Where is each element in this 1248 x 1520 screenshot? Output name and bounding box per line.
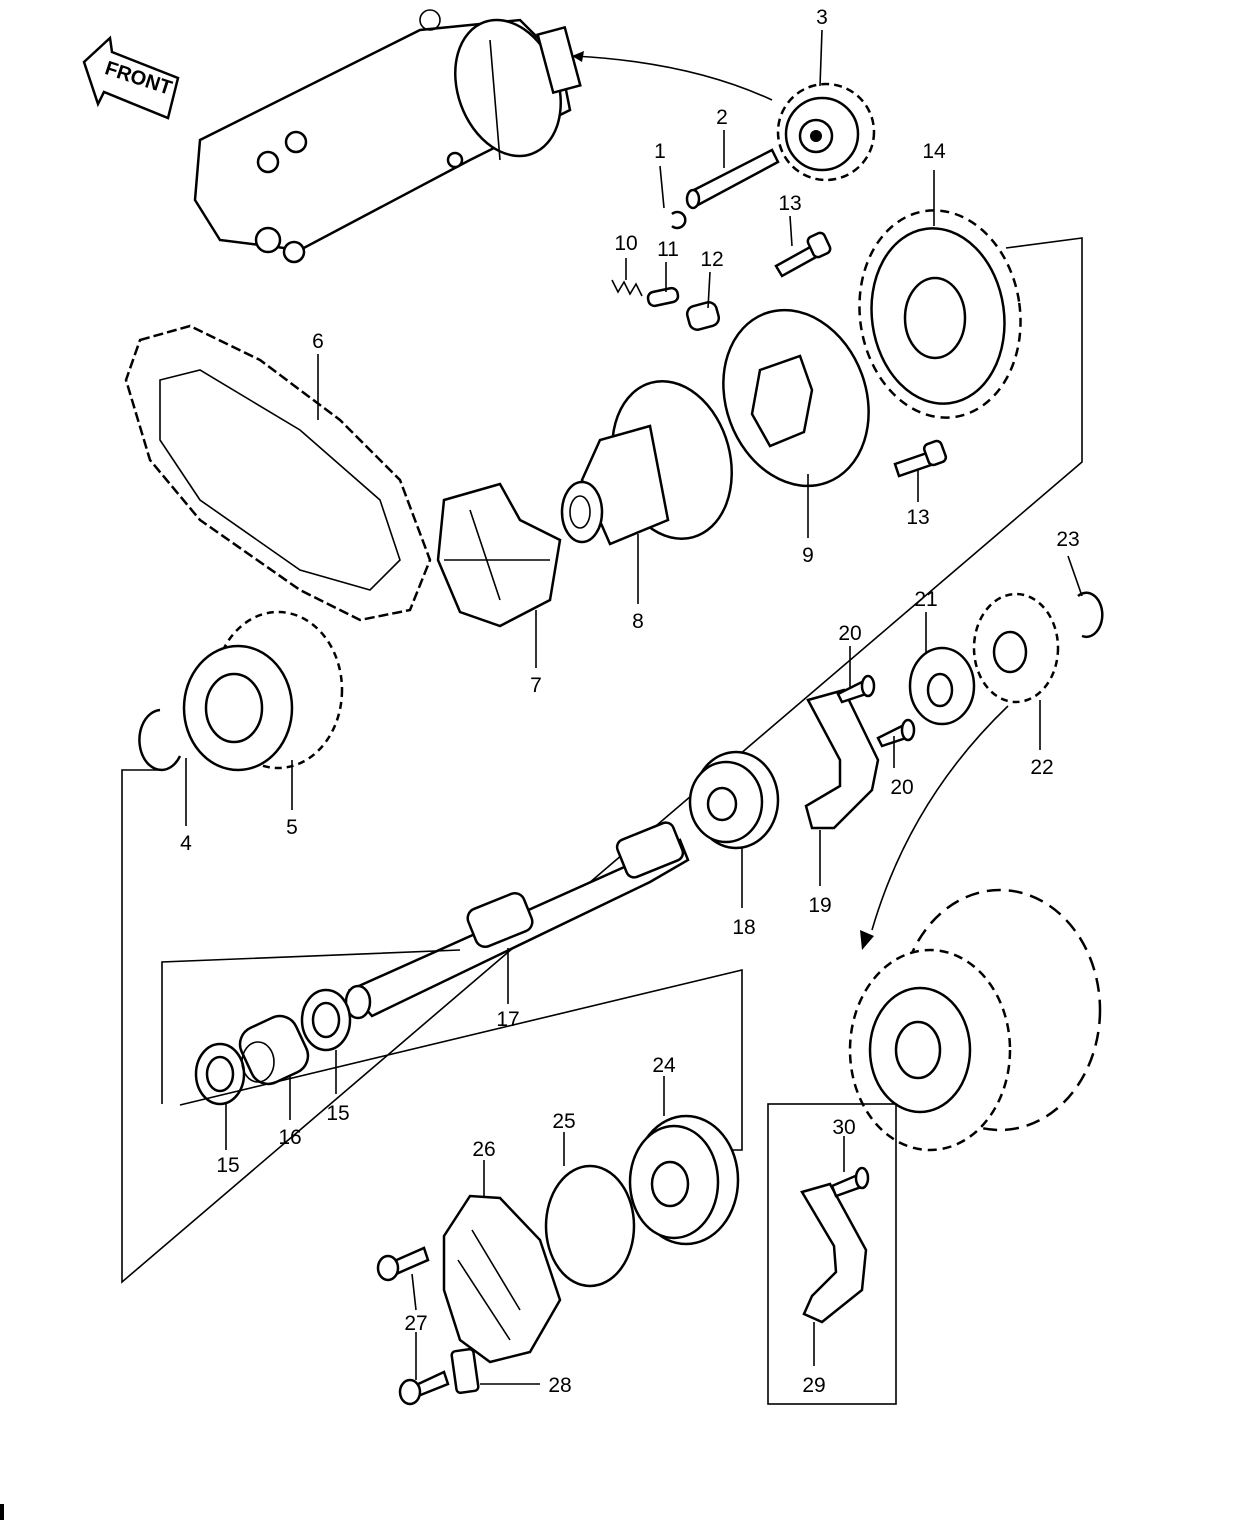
part-label-15-right: 15 bbox=[326, 1102, 349, 1125]
bearing-right bbox=[688, 750, 780, 850]
part-label-24: 24 bbox=[652, 1054, 676, 1077]
o-ring bbox=[544, 1164, 636, 1288]
part-label-16: 16 bbox=[278, 1126, 301, 1149]
part-label-17: 17 bbox=[496, 1008, 519, 1031]
snap-ring bbox=[1077, 591, 1104, 639]
part-label-2: 2 bbox=[716, 106, 728, 129]
part-label-26: 26 bbox=[472, 1138, 495, 1161]
clutch-housing bbox=[848, 888, 1102, 1152]
part-label-18: 18 bbox=[732, 916, 755, 939]
part-label-20-upper: 20 bbox=[838, 622, 861, 645]
bearing-plate bbox=[804, 688, 880, 830]
part-label-14: 14 bbox=[922, 140, 946, 163]
part-label-4: 4 bbox=[180, 832, 192, 855]
part-label-11: 11 bbox=[657, 238, 679, 261]
motor-to-gear-arrow bbox=[573, 55, 773, 101]
driven-gear bbox=[858, 209, 1022, 419]
part-label-25: 25 bbox=[552, 1110, 575, 1133]
part-label-1: 1 bbox=[654, 140, 666, 163]
bolt-lower bbox=[893, 439, 948, 478]
part-label-12: 12 bbox=[700, 248, 723, 271]
part-label-28: 28 bbox=[548, 1374, 571, 1397]
starter-motor bbox=[193, 9, 582, 264]
part-label-7: 7 bbox=[530, 674, 542, 697]
part-label-22: 22 bbox=[1030, 756, 1053, 779]
drive-chain bbox=[124, 324, 432, 622]
inset-screw bbox=[830, 1166, 870, 1198]
part-label-20-lower: 20 bbox=[890, 776, 913, 799]
thrust-washer-right bbox=[300, 988, 352, 1052]
part-label-27: 27 bbox=[404, 1312, 427, 1335]
shaft-bracket bbox=[161, 949, 461, 1104]
bolt-upper bbox=[774, 231, 832, 278]
front-direction-arrow: FRONT bbox=[82, 35, 180, 120]
roller bbox=[685, 301, 721, 331]
leader-lines bbox=[185, 29, 1083, 1385]
screw-lower bbox=[876, 718, 916, 748]
lock-plate bbox=[450, 1347, 480, 1395]
thrust-washer-left bbox=[194, 1042, 246, 1106]
part-label-8: 8 bbox=[632, 610, 644, 633]
part-label-29: 29 bbox=[802, 1374, 825, 1397]
clutch-gear bbox=[182, 610, 344, 772]
part-label-21: 21 bbox=[914, 588, 937, 611]
clutch-hub bbox=[560, 380, 733, 546]
inset-plate bbox=[800, 1182, 868, 1324]
screw-upper bbox=[836, 674, 876, 704]
assembly-bracket-outline bbox=[121, 237, 1083, 1284]
output-sprocket bbox=[972, 592, 1060, 704]
e-clip bbox=[671, 210, 687, 230]
part-label-30: 30 bbox=[832, 1116, 855, 1139]
part-label-23: 23 bbox=[1056, 528, 1079, 551]
part-number-labels: 1 2 3 4 5 6 7 8 9 10 11 12 13 13 14 15 1… bbox=[180, 6, 1080, 1397]
one-way-clutch-outer bbox=[722, 308, 870, 488]
bearing-cover bbox=[442, 1194, 562, 1364]
part-label-6: 6 bbox=[312, 330, 324, 353]
edge-mark bbox=[0, 1504, 4, 1520]
output-shaft bbox=[344, 821, 690, 1020]
part-label-19: 19 bbox=[808, 894, 831, 917]
part-label-3: 3 bbox=[816, 6, 828, 29]
part-label-9: 9 bbox=[802, 544, 814, 567]
needle-bearing bbox=[238, 1014, 310, 1086]
part-label-13-lower: 13 bbox=[906, 506, 929, 529]
part-label-13-upper: 13 bbox=[778, 192, 801, 215]
cover-screw-lower bbox=[398, 1370, 450, 1406]
circlip bbox=[138, 708, 182, 772]
washer bbox=[908, 646, 976, 726]
inset-box bbox=[767, 1103, 897, 1405]
bearing-lower bbox=[628, 1114, 740, 1246]
part-label-15-left: 15 bbox=[216, 1154, 239, 1177]
rubber-damper bbox=[436, 482, 562, 628]
part-label-10: 10 bbox=[614, 232, 637, 255]
spring bbox=[611, 279, 643, 297]
starter-gear bbox=[776, 82, 876, 182]
pin bbox=[646, 286, 680, 308]
part-label-5: 5 bbox=[286, 816, 298, 839]
shaft-pin bbox=[685, 148, 780, 210]
sprocket-to-housing-arrow bbox=[871, 705, 1009, 931]
cover-screw-upper bbox=[376, 1246, 430, 1282]
